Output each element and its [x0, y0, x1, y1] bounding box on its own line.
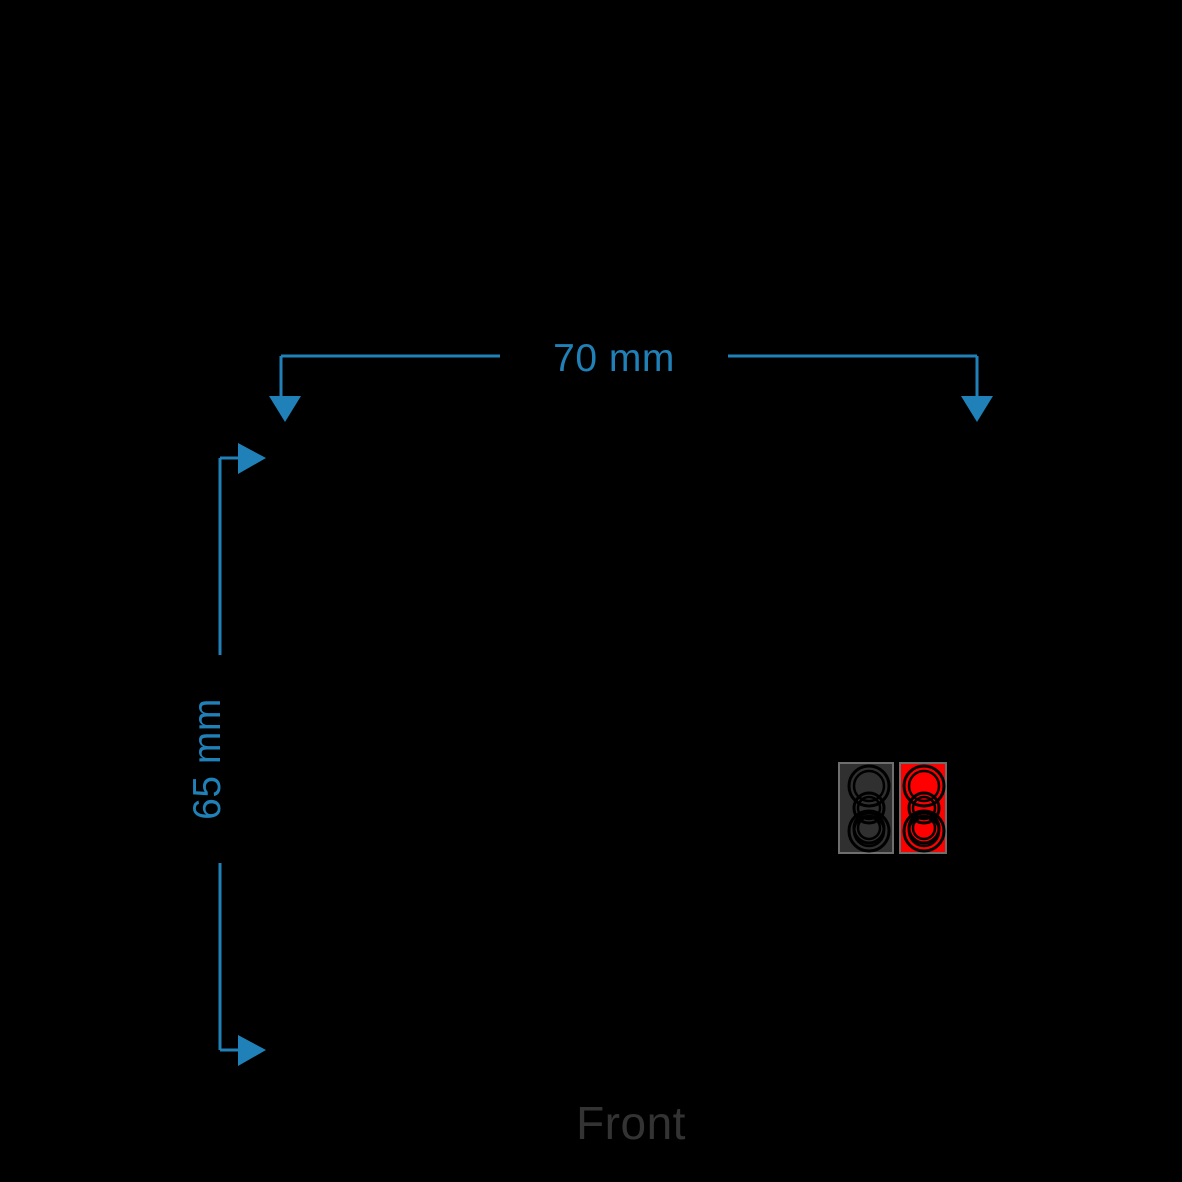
- dark-connector-block: [838, 762, 894, 854]
- dark-block-circle-chain: [847, 764, 891, 853]
- product-connector-assembly: [838, 762, 947, 854]
- dimension-arrow-right-icon: [238, 1035, 266, 1066]
- height-dimension-label: 65 mm: [186, 698, 229, 820]
- red-connector-block: [899, 762, 947, 854]
- dimension-arrow-down-icon: [269, 396, 301, 422]
- dimension-arrow-down-icon: [961, 396, 993, 422]
- height-dimension-group: 65 mm: [186, 443, 266, 1066]
- view-caption: Front: [576, 1097, 686, 1149]
- width-dimension-label: 70 mm: [553, 337, 675, 380]
- red-block-circle-chain: [902, 764, 946, 853]
- width-dimension-group: 70 mm: [269, 337, 993, 422]
- dimension-arrow-right-icon: [238, 443, 266, 474]
